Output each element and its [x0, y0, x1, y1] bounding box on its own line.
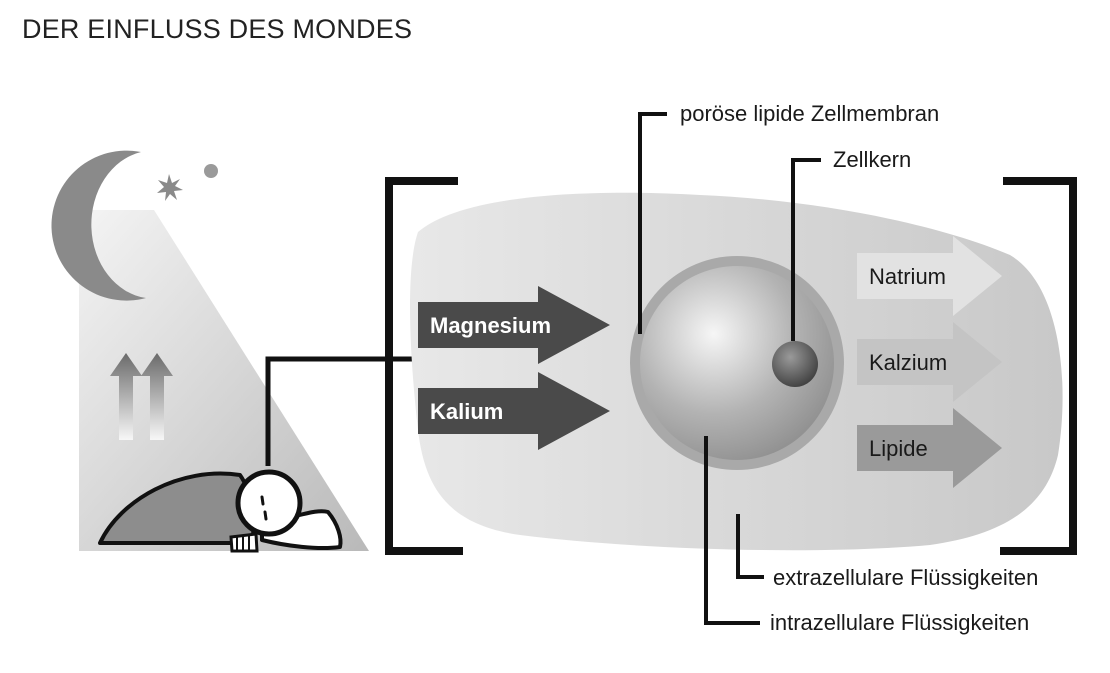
incoming-arrow: Kalium: [418, 372, 610, 450]
up-arrow-icon: [141, 353, 173, 440]
incoming-label: Magnesium: [430, 313, 551, 338]
incoming-label: Kalium: [430, 399, 503, 424]
outgoing-label: Kalzium: [869, 350, 947, 375]
label-intracellular: intrazellulare Flüssigkeiten: [770, 610, 1029, 635]
left-bracket: [385, 177, 463, 555]
cell: [630, 256, 844, 470]
moon-icon: [51, 150, 147, 301]
small-planet-icon: [204, 164, 218, 178]
nucleus: [772, 341, 818, 387]
callout-line-nucleus: [791, 158, 821, 341]
star-icon: [157, 174, 183, 201]
outgoing-label: Lipide: [869, 436, 928, 461]
outgoing-arrow: Lipide: [857, 408, 1002, 488]
label-extracellular: extrazellulare Flüssigkeiten: [773, 565, 1038, 590]
outgoing-arrow: Natrium: [857, 236, 1002, 316]
callout-line-membrane: [638, 112, 667, 334]
moon-scene: [51, 150, 420, 553]
incoming-arrow: Magnesium: [418, 286, 610, 364]
outgoing-label: Natrium: [869, 264, 946, 289]
cell-body: [640, 266, 834, 460]
label-nucleus: Zellkern: [833, 147, 911, 172]
callout-line-extracellular: [736, 514, 764, 579]
up-arrow-icon: [110, 353, 142, 440]
sleeping-person-icon: [98, 469, 343, 553]
outgoing-arrow: Kalzium: [857, 322, 1002, 402]
connector-line: [265, 356, 420, 466]
moon-light-beam: [79, 210, 369, 551]
label-membrane: poröse lipide Zellmembran: [680, 101, 939, 126]
page-title: DER EINFLUSS DES MONDES: [22, 14, 413, 44]
right-bracket: [1000, 177, 1077, 555]
callout-line-intracellular: [704, 436, 760, 625]
